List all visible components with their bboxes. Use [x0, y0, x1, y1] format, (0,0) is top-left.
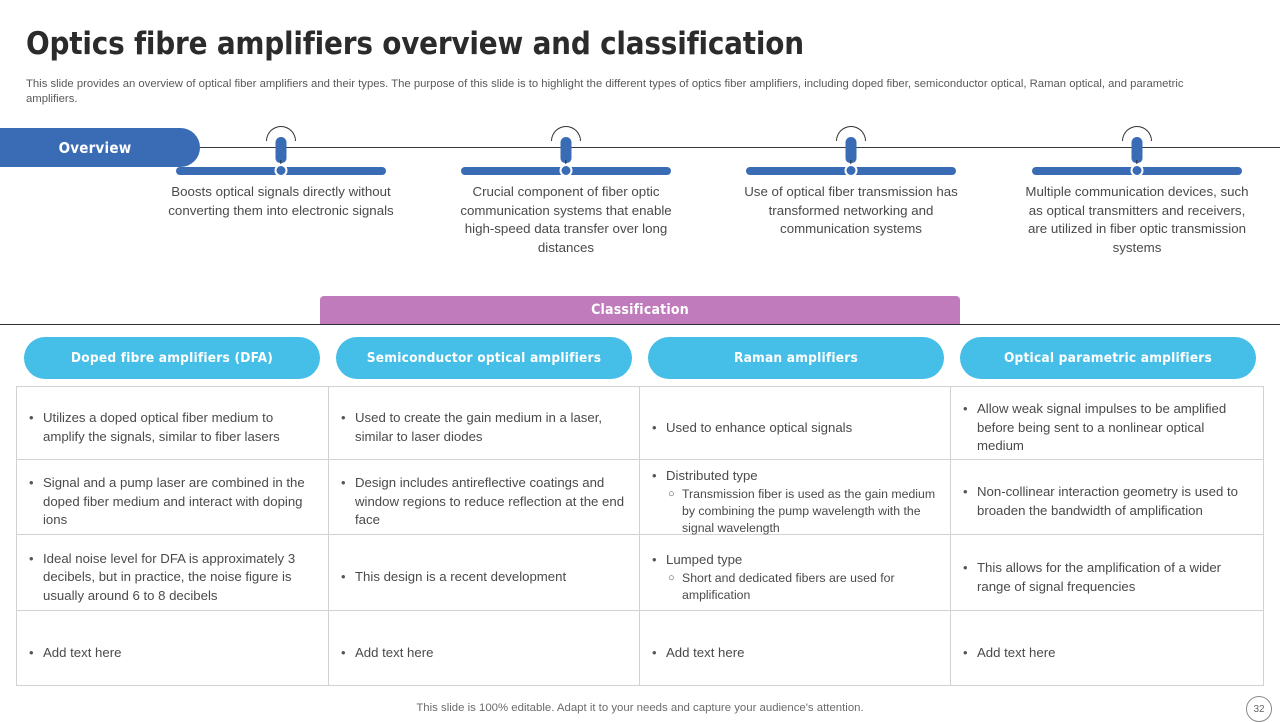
cell-subtext: Short and dedicated fibers are used for …	[682, 571, 895, 603]
column-header-label: Raman amplifiers	[733, 350, 859, 366]
subbullet-icon: ○	[668, 488, 675, 501]
marker-dot-icon	[1130, 164, 1144, 177]
bullet-icon: •	[29, 644, 34, 660]
cell-text: Lumped type	[666, 551, 743, 567]
bullet-icon: •	[963, 644, 968, 660]
table-cell[interactable]: • Distributed type ○ Transmission fiber is…	[640, 460, 951, 536]
section-divider	[0, 324, 1280, 326]
table-cell[interactable]: • Add text here	[17, 611, 329, 685]
cell-text: Allow weak signal impulses to be amplifi…	[977, 401, 1227, 454]
table-cell[interactable]: • Signal and a pump laser are combined in…	[17, 460, 329, 534]
table-cell[interactable]: • Utilizes a doped optical fiber medium t…	[17, 387, 329, 459]
marker-dot-icon	[559, 164, 573, 177]
overview-marker-text: Crucial component of fiber optic communi…	[460, 184, 672, 255]
overview-marker-text: Multiple communication devices, such as …	[1025, 184, 1249, 255]
bullet-icon: •	[963, 401, 968, 417]
cell-text: This design is a recent development	[355, 569, 567, 585]
column-header-pill-2[interactable]: Semiconductor optical amplifiers	[336, 337, 632, 379]
table-cell[interactable]: • This design is a recent development	[329, 535, 640, 610]
table-cell[interactable]: • This allows for the amplification of a …	[951, 535, 1263, 610]
cell-text: Used to enhance optical signals	[666, 419, 853, 435]
overview-label-pill: Overview	[0, 128, 200, 167]
cell-text: Distributed type	[666, 467, 758, 483]
cell-text: Add text here	[666, 644, 745, 660]
bullet-icon: •	[652, 467, 657, 483]
bullet-icon: •	[341, 569, 346, 585]
classification-table: • Utilizes a doped optical fiber medium t…	[16, 386, 1264, 686]
bullet-icon: •	[652, 551, 657, 567]
classification-banner-text: Classification	[591, 302, 689, 318]
column-header-label: Optical parametric amplifiers	[1003, 350, 1213, 366]
table-cell[interactable]: • Add text here	[640, 611, 951, 685]
cell-text: Design includes antireflective coatings …	[355, 475, 625, 528]
pin-icon	[560, 137, 572, 163]
footer-note: This slide is 100% editable. Adapt it to…	[416, 702, 864, 714]
cell-text: This allows for the amplification of a w…	[977, 559, 1222, 594]
classification-header-row: Doped fibre amplifiers (DFA) Semiconduct…	[0, 337, 1280, 379]
bullet-icon: •	[963, 484, 968, 500]
cell-text: Utilizes a doped optical fiber medium to…	[43, 410, 280, 444]
cell-text: Add text here	[355, 644, 434, 660]
page-title: Optics fibre amplifiers overview and cla…	[26, 26, 804, 62]
table-cell[interactable]: • Design includes antireflective coatings…	[329, 460, 640, 534]
bullet-icon: •	[341, 410, 346, 426]
bullet-icon: •	[29, 550, 34, 566]
bullet-icon: •	[341, 644, 346, 660]
table-row: • Signal and a pump laser are combined in…	[17, 460, 1263, 535]
table-row: • Utilizes a doped optical fiber medium t…	[17, 387, 1263, 460]
subbullet-icon: ○	[668, 572, 675, 585]
column-header-pill-3[interactable]: Raman amplifiers	[648, 337, 944, 379]
cell-text: Add text here	[977, 644, 1056, 660]
table-row: • Ideal noise level for DFA is approximat…	[17, 535, 1263, 611]
cell-text: Used to create the gain medium in a lase…	[355, 410, 603, 444]
column-header-pill-1[interactable]: Doped fibre amplifiers (DFA)	[24, 337, 320, 379]
overview-label-text: Overview	[58, 138, 132, 157]
cell-subtext: Transmission fiber is used as the gain m…	[682, 487, 936, 536]
bullet-icon: •	[652, 419, 657, 435]
cell-text: Non-collinear interaction geometry is us…	[977, 484, 1238, 518]
table-cell[interactable]: • Add text here	[951, 611, 1263, 685]
cell-text: Add text here	[43, 644, 122, 660]
bullet-icon: •	[652, 644, 657, 660]
marker-dot-icon	[274, 164, 288, 177]
column-header-label: Doped fibre amplifiers (DFA)	[70, 350, 274, 366]
column-header-pill-4[interactable]: Optical parametric amplifiers	[960, 337, 1256, 379]
cell-text: Signal and a pump laser are combined in …	[43, 475, 305, 528]
table-cell[interactable]: • Lumped type ○ Short and dedicated fibers…	[640, 535, 951, 610]
bullet-icon: •	[963, 559, 968, 575]
overview-marker-text: Boosts optical signals directly without …	[168, 184, 394, 218]
table-row: • Add text here • Add text here • Add text …	[17, 611, 1263, 685]
pin-icon	[1131, 137, 1143, 163]
overview-marker-text: Use of optical fiber transmission has tr…	[744, 184, 958, 236]
table-cell[interactable]: • Non-collinear interaction geometry is u…	[951, 460, 1263, 534]
marker-dot-icon	[844, 164, 858, 177]
bullet-icon: •	[341, 475, 346, 491]
table-cell[interactable]: • Add text here	[329, 611, 640, 685]
page-number-badge: 32	[1246, 696, 1272, 722]
column-header-label: Semiconductor optical amplifiers	[366, 350, 602, 366]
timeline-axis	[200, 147, 1280, 148]
cell-text: Ideal noise level for DFA is approximate…	[43, 550, 296, 603]
pin-icon	[275, 137, 287, 163]
table-cell[interactable]: • Used to create the gain medium in a las…	[329, 387, 640, 459]
pin-icon	[845, 137, 857, 163]
slide-subtitle: This slide provides an overview of optic…	[26, 78, 1184, 105]
table-cell[interactable]: • Ideal noise level for DFA is approximat…	[17, 535, 329, 610]
bullet-icon: •	[29, 475, 34, 491]
classification-banner: Classification	[320, 296, 960, 324]
bullet-icon: •	[29, 410, 34, 426]
table-cell[interactable]: • Allow weak signal impulses to be amplif…	[951, 387, 1263, 459]
table-cell[interactable]: • Used to enhance optical signals	[640, 387, 951, 459]
